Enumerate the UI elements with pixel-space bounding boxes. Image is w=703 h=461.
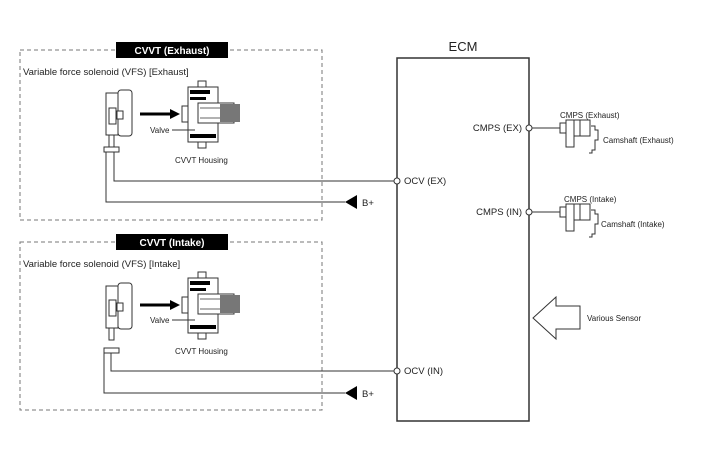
camshaft-icon <box>589 125 599 154</box>
intake-valve-label: Valve <box>150 316 170 325</box>
ocv-ex-pin <box>393 177 401 185</box>
actuation-arrow-icon <box>140 300 180 310</box>
cmps-in-pin <box>525 208 533 216</box>
ocv-in-pin <box>393 367 401 375</box>
exhaust-housing-label: CVVT Housing <box>175 156 228 165</box>
ecm-box <box>396 57 530 422</box>
various-sensor-input: Various Sensor <box>532 295 641 341</box>
solenoid-icon <box>103 282 133 354</box>
intake-vfs-title: Variable force solenoid (VFS) [Intake] <box>23 259 180 270</box>
cmps-ex-pin-label: CMPS (EX) <box>473 123 522 134</box>
intake-housing-label: CVVT Housing <box>175 347 228 356</box>
cmps-ex-pin <box>525 124 533 132</box>
cam-sensor-icon <box>559 203 591 232</box>
intake-header-badge <box>116 234 228 250</box>
ecm-block: ECM OCV (EX) OCV (IN) CMPS (EX) CMPS (IN… <box>393 39 533 422</box>
exhaust-valve-label: Valve <box>150 126 170 135</box>
camshaft-intake-label: Camshaft (Intake) <box>601 220 665 229</box>
ocv-in-signal-wire <box>110 353 397 372</box>
exhaust-vfs-title: Variable force solenoid (VFS) [Exhaust] <box>23 67 189 78</box>
cmps-in-pin-label: CMPS (IN) <box>476 207 522 218</box>
cvvt-housing-icon <box>181 80 240 149</box>
various-sensor-label: Various Sensor <box>587 314 641 323</box>
cmps-intake-group: CMPS (Intake) Camshaft (Intake) <box>532 195 665 238</box>
exhaust-power-label: B+ <box>362 198 374 209</box>
ocv-ex-signal-wire <box>113 152 397 182</box>
camshaft-icon <box>589 209 599 238</box>
ocv-ex-power-wire <box>105 152 345 203</box>
solenoid-icon <box>103 89 133 153</box>
cmps-exhaust-group: CMPS (Exhaust) Camshaft (Exhaust) <box>532 111 674 154</box>
ocv-in-power-wire <box>103 353 345 394</box>
ecm-title: ECM <box>449 39 478 54</box>
hollow-left-arrow-icon <box>532 295 581 341</box>
cmps-exhaust-label: CMPS (Exhaust) <box>560 111 620 120</box>
camshaft-exhaust-label: Camshaft (Exhaust) <box>603 136 674 145</box>
cmps-intake-label: CMPS (Intake) <box>564 195 617 204</box>
intake-header-label: CVVT (Intake) <box>139 238 204 249</box>
cvvt-exhaust-group: CVVT (Exhaust) Variable force solenoid (… <box>19 42 397 221</box>
cvvt-housing-icon <box>181 271 240 340</box>
battery-triangle-icon <box>345 195 357 209</box>
ocv-in-pin-label: OCV (IN) <box>404 366 443 377</box>
exhaust-header-badge <box>116 42 228 58</box>
ocv-ex-pin-label: OCV (EX) <box>404 176 446 187</box>
intake-power-label: B+ <box>362 389 374 400</box>
actuation-arrow-icon <box>140 109 180 119</box>
exhaust-header-label: CVVT (Exhaust) <box>134 46 209 57</box>
battery-triangle-icon <box>345 386 357 400</box>
cam-sensor-icon <box>559 119 591 148</box>
cvvt-intake-group: CVVT (Intake) Variable force solenoid (V… <box>19 234 397 411</box>
